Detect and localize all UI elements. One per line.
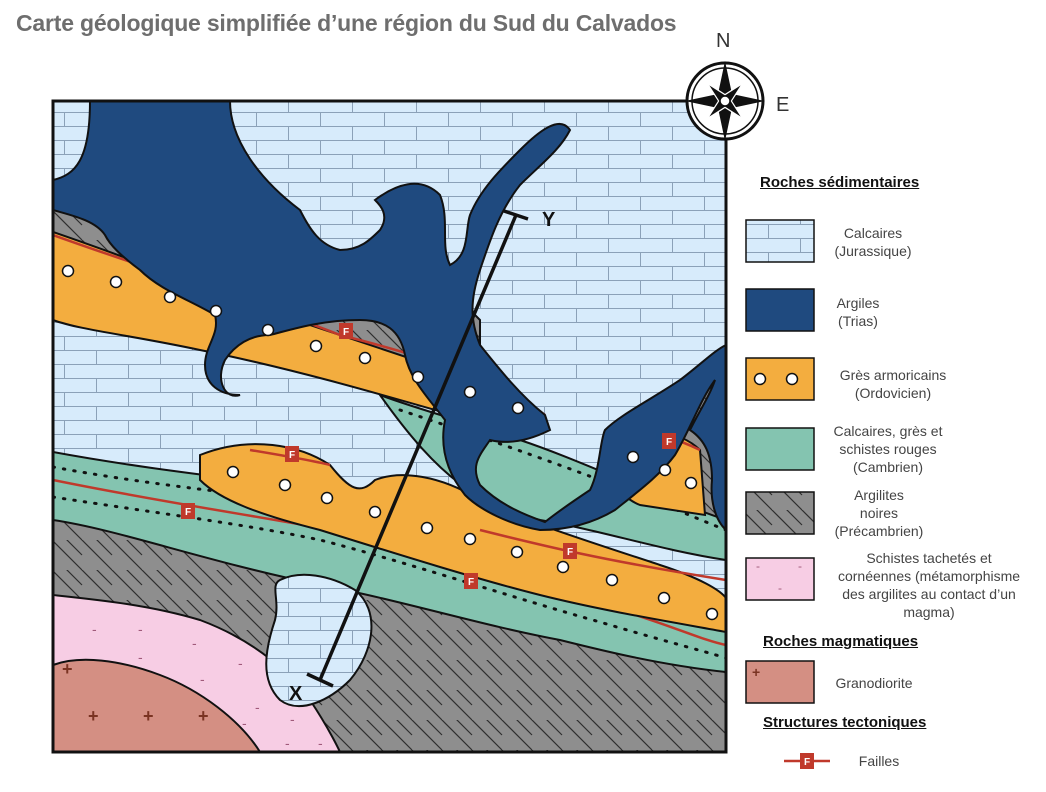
fault-marker: F (563, 543, 577, 559)
compass-rose-icon (685, 61, 765, 141)
schist-dash: - (318, 735, 323, 751)
map-body (53, 101, 726, 752)
fault-marker: F (464, 573, 478, 589)
legend-swatch-calcaires (745, 219, 815, 263)
legend-swatches: - - - + F (745, 219, 830, 769)
schist-dash: - (138, 621, 143, 637)
legend-item-failles: Failles (858, 753, 900, 769)
legend-swatch-cambrien (745, 427, 815, 471)
svg-text:F: F (289, 450, 295, 461)
gres-band-middle (199, 443, 726, 634)
granodiorite-plus: + (143, 706, 154, 726)
legend-item-granodiorite: Granodiorite (835, 675, 913, 691)
granodiorite-plus: + (198, 706, 209, 726)
schist-dash: - (92, 621, 97, 637)
fault-markers: F F F F F F (181, 323, 676, 589)
svg-text:F: F (666, 437, 672, 448)
legend-heading-tectonic: Structures tectoniques (763, 714, 927, 731)
legend-swatch-argiles (745, 288, 815, 332)
map-title: Carte géologique simplifiée d’une région… (16, 10, 677, 36)
legend-swatch-schistes (745, 557, 815, 601)
schist-dash: - (255, 699, 260, 715)
legend-plus: + (752, 664, 760, 680)
section-label-x: X (289, 683, 303, 705)
legend-dash: - (756, 559, 760, 573)
legend-dash: - (778, 581, 782, 595)
legend-dash: - (798, 559, 802, 573)
clay-area-trias (53, 101, 726, 532)
svg-text:F: F (343, 327, 349, 338)
map-frame (51, 99, 728, 754)
fault-marker: F (285, 446, 299, 462)
legend-item-argiles: Argiles(Trias) (836, 295, 880, 329)
svg-text:F: F (468, 577, 474, 588)
schist-dash: - (238, 655, 243, 671)
limestone-inlier (265, 573, 373, 708)
schist-dash: - (242, 715, 247, 731)
svg-text:F: F (185, 507, 191, 518)
fault-marker: F (662, 433, 676, 449)
schist-dash: - (290, 711, 295, 727)
schist-dash: - (138, 649, 143, 665)
fault-marker: F (339, 323, 353, 339)
schist-dash: - (285, 735, 290, 751)
schist-dash: - (200, 671, 205, 687)
legend-swatch-argilites (745, 491, 815, 535)
section-label-y: Y (542, 209, 556, 231)
cross-section-line[interactable]: X Y (289, 209, 556, 705)
legend-item-gres: Grès armoricains(Ordovicien) (839, 367, 947, 401)
compass-north-label: N (716, 30, 731, 52)
compass-east-label: E (776, 94, 790, 116)
granodiorite-plus-symbols: + + + + (62, 659, 209, 726)
granodiorite-area (53, 658, 262, 752)
cambrian-dots-2 (53, 495, 726, 660)
schist-dash: - (192, 635, 197, 651)
legend-swatch-granodiorite (745, 660, 815, 704)
legend-heading-magmatic: Roches magmatiques (763, 633, 919, 650)
legend-item-calcaires: Calcaires(Jurassique) (834, 225, 912, 259)
legend-swatch-failles: F (784, 753, 830, 769)
svg-text:F: F (567, 547, 573, 558)
schist-dash-symbols: - - - - - - - - - - - (92, 621, 323, 751)
granodiorite-plus: + (62, 659, 73, 679)
fault-marker: F (181, 503, 195, 519)
granodiorite-plus: + (88, 706, 99, 726)
fault-line-east (479, 528, 726, 582)
gres-dots (61, 264, 719, 621)
legend-heading-sedimentary: Roches sédimentaires (760, 174, 920, 191)
svg-text:F: F (804, 757, 810, 768)
